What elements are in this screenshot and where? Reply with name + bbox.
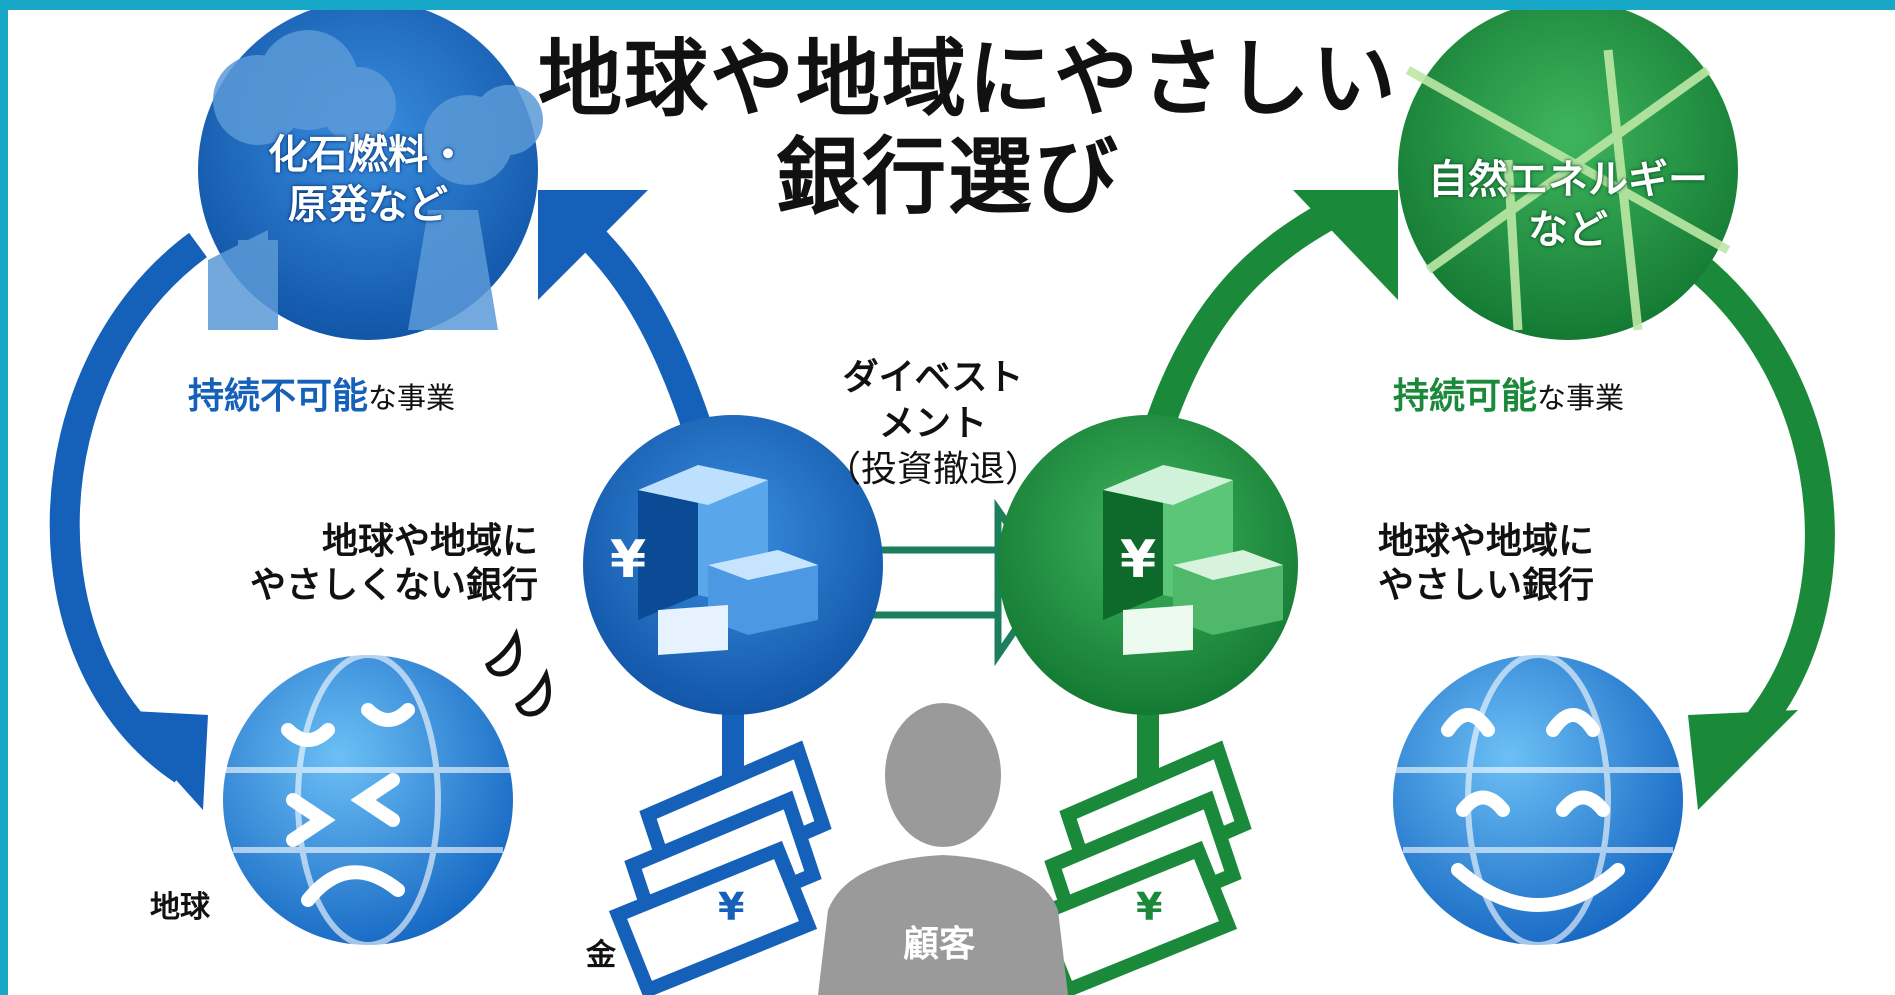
right-bank-yen-icon: ¥ <box>1120 530 1157 590</box>
left-yen-icon: ¥ <box>718 885 745 929</box>
unsustainable-rest: な事業 <box>368 381 456 415</box>
unfriendly-bank-circle <box>583 415 883 790</box>
divestment-line-2: メント <box>878 403 987 444</box>
fossil-fuel-label-line-1: 化石燃料・ <box>268 132 468 178</box>
sweat-drops-icon <box>484 627 551 717</box>
friendly-bank-line-1: 地球や地域に <box>1378 521 1595 562</box>
left-down-arrowhead <box>113 710 208 810</box>
friendly-bank-line-2: やさしい銀行 <box>1378 565 1595 606</box>
bank-building-icon <box>638 465 818 655</box>
unsustainable-business-label: 持続不可能な事業 <box>188 375 455 420</box>
sustainable-emphasis: 持続可能 <box>1393 376 1538 417</box>
page-title: 地球や地域にやさしい 銀行選び <box>538 30 1399 226</box>
divestment-label: ダイベスト メント （投資撤退） <box>808 355 1058 493</box>
right-down-arrowhead <box>1688 710 1798 810</box>
divestment-line-1: ダイベスト <box>842 357 1024 398</box>
fossil-fuel-label-line-2: 原発など <box>288 182 448 228</box>
unfriendly-bank-line-2: やさしくない銀行 <box>249 565 538 606</box>
renewable-energy-label-line-1: 自然エネルギー <box>1428 157 1708 203</box>
fossil-fuel-circle <box>198 10 543 340</box>
money-label: 金 <box>586 938 616 973</box>
divestment-line-3: （投資撤退） <box>824 449 1041 490</box>
title-line-2: 銀行選び <box>775 128 1120 226</box>
sustainable-rest: な事業 <box>1537 381 1625 415</box>
renewable-energy-label-line-2: など <box>1528 207 1608 253</box>
left-money-stack <box>608 740 832 995</box>
renewable-energy-label: 自然エネルギー など <box>1388 155 1748 255</box>
left-up-arrowhead <box>538 190 648 300</box>
customer-label: 顧客 <box>903 924 976 965</box>
right-money-stack <box>1028 740 1252 995</box>
customer-silhouette-icon <box>818 703 1068 995</box>
right-yen-icon: ¥ <box>1136 885 1163 929</box>
happy-earth-icon <box>1393 652 1683 948</box>
unsustainable-emphasis: 持続不可能 <box>188 376 369 417</box>
earth-label: 地球 <box>150 890 210 925</box>
renewable-energy-circle <box>1398 10 1738 340</box>
unfriendly-bank-line-1: 地球や地域に <box>321 521 538 562</box>
bank-building-icon <box>1103 465 1283 655</box>
diagram-canvas: 地球や地域にやさしい 銀行選び 化石燃料・ 原発など 自然エネルギー など 持続… <box>8 10 1895 995</box>
sad-earth-icon <box>223 652 513 948</box>
sustainable-business-label: 持続可能な事業 <box>1393 375 1624 420</box>
title-line-1: 地球や地域にやさしい <box>538 30 1399 128</box>
unfriendly-bank-label: 地球や地域に やさしくない銀行 <box>228 520 538 608</box>
right-up-arrowhead <box>1293 190 1398 300</box>
fossil-fuel-label: 化石燃料・ 原発など <box>243 130 493 230</box>
diagram-graphics <box>49 10 1835 995</box>
left-bank-yen-icon: ¥ <box>610 530 647 590</box>
friendly-bank-circle <box>998 415 1298 790</box>
friendly-bank-label: 地球や地域に やさしい銀行 <box>1378 520 1594 608</box>
